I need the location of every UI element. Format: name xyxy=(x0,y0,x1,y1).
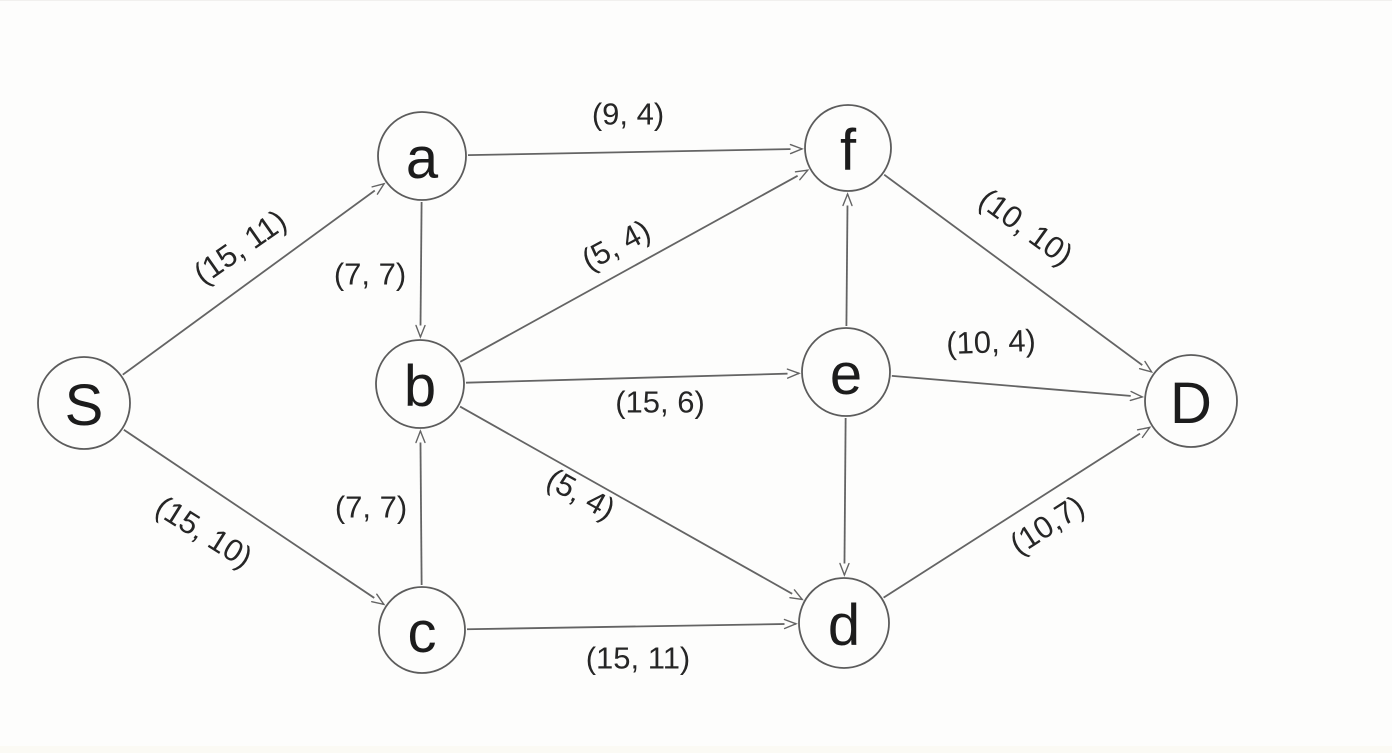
node-D xyxy=(1144,354,1238,448)
node-c xyxy=(378,586,466,674)
edge-S-a xyxy=(122,182,386,376)
edge-e-D xyxy=(891,374,1145,402)
edge-S-c-label: (15, 10) xyxy=(149,489,258,575)
node-d xyxy=(798,577,890,669)
edge-b-f xyxy=(459,169,810,363)
node-b xyxy=(375,339,465,429)
edge-b-f-label: (5, 4) xyxy=(576,213,656,278)
edge-e-d xyxy=(839,417,850,577)
edge-b-d xyxy=(459,405,804,601)
edges-layer xyxy=(122,143,1154,631)
edge-c-d-label: (15, 11) xyxy=(586,641,691,676)
edge-c-b-label: (7, 7) xyxy=(335,490,407,525)
node-e xyxy=(801,327,891,417)
node-S-label: S xyxy=(65,373,104,438)
edge-a-f-label: (9, 4) xyxy=(592,97,664,132)
node-S xyxy=(37,356,131,450)
edge-e-f xyxy=(842,192,853,327)
edge-c-b xyxy=(415,429,426,586)
node-e-label: e xyxy=(830,342,862,407)
edge-b-e-label: (15, 6) xyxy=(615,385,705,420)
node-c-label: c xyxy=(408,600,437,665)
edge-S-c xyxy=(123,429,386,606)
edge-b-d-label: (5, 4) xyxy=(541,461,621,527)
edge-a-b-label: (7, 7) xyxy=(334,257,406,292)
edge-S-a-label: (15, 11) xyxy=(187,203,293,292)
edge-a-b xyxy=(415,201,426,339)
edge-b-e xyxy=(465,368,801,384)
node-f-label: f xyxy=(840,118,857,183)
edge-f-D xyxy=(883,173,1154,374)
node-a-label: a xyxy=(406,126,439,191)
node-a xyxy=(377,111,467,201)
edge-labels-layer: (15, 11) (15, 10) (7, 7) (9, 4) (5, 4) (15, 6… xyxy=(149,97,1090,676)
nodes-layer: Sa b c f e d D xyxy=(37,104,1238,674)
edge-d-D xyxy=(883,426,1152,599)
node-f xyxy=(804,104,892,192)
node-d-label: d xyxy=(828,593,860,658)
edge-f-D-label: (10, 10) xyxy=(972,181,1079,272)
node-b-label: b xyxy=(404,354,436,419)
edge-c-d xyxy=(466,618,798,631)
edge-d-D-label: (10,7) xyxy=(1004,488,1091,561)
edge-a-f xyxy=(467,143,804,157)
edge-e-D-label: (10, 4) xyxy=(946,323,1037,361)
node-D-label: D xyxy=(1170,371,1212,436)
